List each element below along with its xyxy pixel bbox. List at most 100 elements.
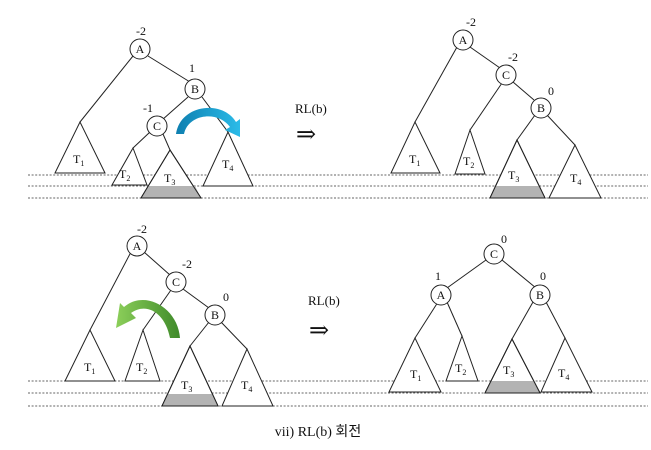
tree-after-bottom: T1 T2 T3 T4 C A B 0 1 0 <box>388 232 593 394</box>
subtree-T1 <box>388 336 442 393</box>
subtree-T2 <box>445 334 479 382</box>
edge-C-T3 <box>162 133 171 151</box>
implies-arrow-icon: ⇒ <box>309 318 329 344</box>
node-label-B: B <box>537 101 545 115</box>
node-B <box>184 78 206 100</box>
edge-B-C <box>161 96 189 121</box>
node-B <box>529 284 551 306</box>
shaded-region <box>162 394 218 406</box>
balance-A: -2 <box>137 222 147 236</box>
subtree-T1 <box>54 120 106 174</box>
operation-label-bottom: RL(b) <box>308 293 340 308</box>
subtree-T4 <box>221 347 274 407</box>
node-C <box>495 64 517 86</box>
rotate-left-arrow-icon <box>116 299 180 338</box>
top-row: T1 T2 T3 T4 A B C -2 1 -1 RL(b) ⇒ <box>28 15 648 199</box>
balance-A: 1 <box>435 269 441 283</box>
node-label-C: C <box>490 247 498 261</box>
balance-B: 0 <box>223 290 229 304</box>
subtree-T2 <box>124 328 161 382</box>
edge-A-T1 <box>414 46 458 123</box>
edge-B-T4 <box>545 301 566 339</box>
subtree-label-T3: T3 <box>164 171 175 187</box>
subtree-T3-outline <box>161 344 219 407</box>
subtree-T4 <box>540 336 593 393</box>
balance-C: -2 <box>508 50 518 64</box>
edge-A-C <box>469 46 501 69</box>
node-label-A: A <box>133 239 142 253</box>
edge-B-T3 <box>189 321 210 347</box>
node-label-A: A <box>136 42 145 56</box>
shaded-region <box>141 186 201 198</box>
edge-C-A <box>446 259 487 289</box>
subtree-T3-outline <box>140 149 202 199</box>
subtree-label-T3: T3 <box>503 363 514 379</box>
subtree-label-T3: T3 <box>181 378 192 394</box>
node-label-C: C <box>502 68 510 82</box>
edge-C-B <box>501 259 537 289</box>
subtree-T1 <box>390 120 441 174</box>
subtree-label-T3: T3 <box>508 168 519 184</box>
subtree-T3-outline <box>489 138 546 199</box>
subtree-label-T1: T1 <box>84 360 95 376</box>
balance-C: -2 <box>182 257 192 271</box>
subtree-T4 <box>202 130 254 187</box>
tree-before-bottom: T1 T2 T3 T4 A C B -2 -2 0 <box>64 222 274 407</box>
edge-A-C <box>143 251 171 276</box>
operation-label-top: RL(b) <box>295 101 327 116</box>
subtree-label-T2: T2 <box>136 360 147 376</box>
edge-B-T3 <box>516 114 536 141</box>
node-A <box>129 38 151 60</box>
node-B <box>204 304 226 326</box>
tree-before-top: T1 T2 T3 T4 A B C -2 1 -1 <box>54 24 254 199</box>
subtree-label-T2: T2 <box>119 167 130 183</box>
subtree-label-T4: T4 <box>558 366 569 382</box>
edge-B-T4 <box>220 321 248 350</box>
balance-B: 0 <box>540 269 546 283</box>
node-label-B: B <box>211 308 219 322</box>
balance-B: 0 <box>548 84 554 98</box>
shaded-region <box>490 186 545 198</box>
node-label-B: B <box>536 288 544 302</box>
subtree-T3-outline <box>484 337 541 394</box>
edge-A-B <box>147 55 191 83</box>
balance-C: -1 <box>143 101 153 115</box>
tree-after-top: T1 T2 T3 T4 A C B -2 -2 0 <box>390 15 602 199</box>
subtree-T4 <box>548 143 602 199</box>
subtree-label-T1: T1 <box>410 367 421 383</box>
subtree-T1 <box>64 328 116 382</box>
edge-A-T2 <box>446 301 463 337</box>
edge-C-B <box>512 81 535 101</box>
subtree-T2 <box>454 128 486 175</box>
node-label-C: C <box>172 275 180 289</box>
balance-A: -2 <box>136 24 146 38</box>
implies-arrow-icon: ⇒ <box>296 122 316 148</box>
subtree-label-T2: T2 <box>463 154 474 170</box>
node-label-A: A <box>459 33 468 47</box>
edge-B-T3 <box>511 301 534 340</box>
node-C <box>165 271 187 293</box>
edge-A-T1 <box>414 301 439 339</box>
bottom-row: T1 T2 T3 T4 A C B -2 -2 0 RL(b) ⇒ <box>28 222 648 407</box>
subtree-label-T1: T1 <box>409 152 420 168</box>
node-A <box>430 284 452 306</box>
edge-C-B <box>182 288 210 309</box>
balance-C: 0 <box>501 232 507 246</box>
node-label-A: A <box>437 288 446 302</box>
node-A <box>452 29 474 51</box>
node-label-B: B <box>191 82 199 96</box>
subtree-label-T1: T1 <box>73 152 84 168</box>
subtree-label-T4: T4 <box>241 378 252 394</box>
subtree-label-T2: T2 <box>455 361 466 377</box>
edge-C-T2 <box>469 82 503 131</box>
edge-A-T1 <box>89 251 132 331</box>
edge-C-T2 <box>132 131 151 149</box>
balance-B: 1 <box>189 61 195 75</box>
node-B <box>530 97 552 119</box>
figure-caption: vii) RL(b) 회전 <box>275 424 361 440</box>
node-C <box>483 243 505 265</box>
subtree-label-T4: T4 <box>570 171 581 187</box>
edge-B-T4 <box>546 114 576 146</box>
balance-A: -2 <box>466 15 476 29</box>
